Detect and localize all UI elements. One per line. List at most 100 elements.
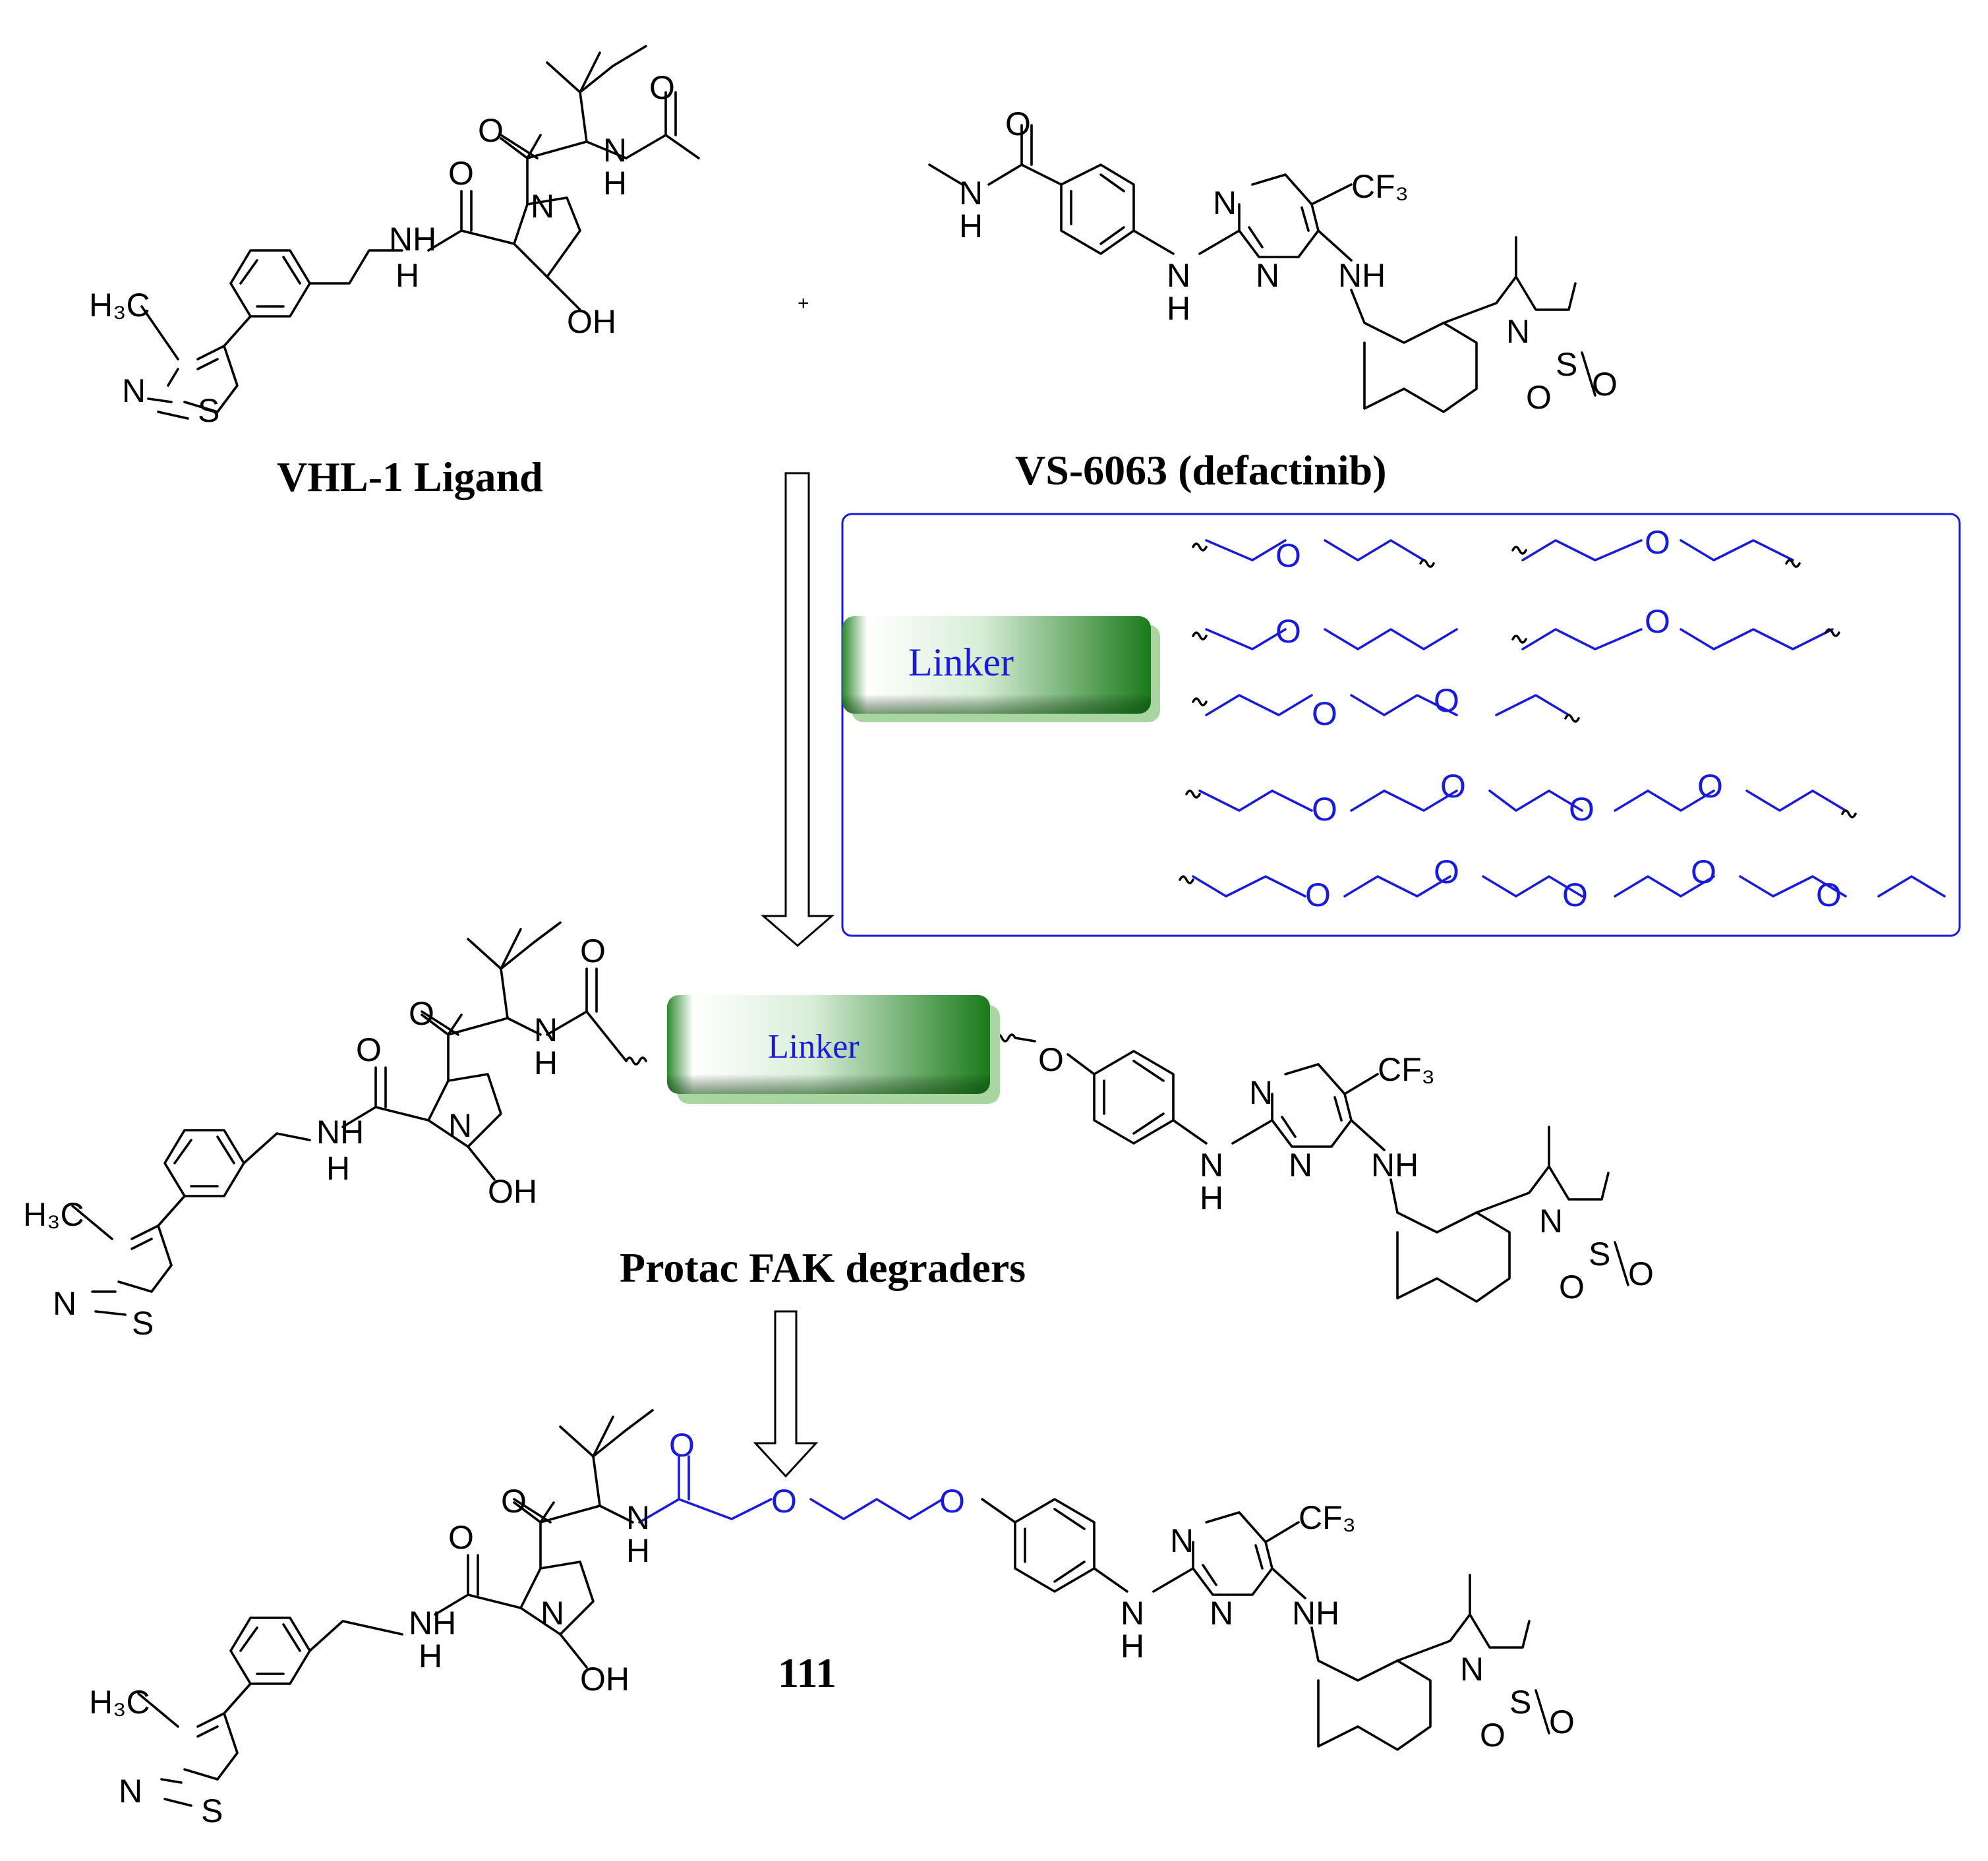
- atom-o: O: [1305, 876, 1331, 913]
- atom-o: O: [1549, 1704, 1575, 1740]
- defactinib-structure: [928, 124, 1596, 413]
- atom-s: S: [1589, 1236, 1610, 1273]
- atom-cf3: CF₃: [1299, 1499, 1356, 1536]
- atom-o: O: [409, 995, 434, 1032]
- compound-111-atom-labels: H₃C N S NH H O N OH O N H O O O N H N N …: [89, 1427, 1575, 1829]
- atom-nh: NH: [409, 1605, 456, 1642]
- atom-o: O: [1312, 791, 1337, 828]
- atom-n: N: [119, 1773, 142, 1810]
- atom-h: H: [534, 1045, 558, 1081]
- atom-n: N: [122, 372, 146, 409]
- protac-structure: [71, 921, 1629, 1316]
- atom-o: O: [1816, 876, 1842, 913]
- atom-o: O: [1569, 791, 1594, 828]
- atom-cf3: CF₃: [1378, 1051, 1435, 1088]
- defactinib-caption: VS-6063 (defactinib): [1015, 447, 1387, 494]
- reaction-arrow-2: [753, 1310, 819, 1478]
- atom-nh: NH: [1371, 1147, 1418, 1184]
- atom-n: N: [1200, 1147, 1223, 1184]
- atom-o: O: [501, 1483, 527, 1520]
- atom-cf3: CF₃: [1351, 168, 1409, 205]
- atom-o: O: [649, 69, 675, 106]
- atom-o: O: [356, 1031, 382, 1068]
- atom-n: N: [1460, 1651, 1484, 1688]
- atom-o: O: [939, 1483, 965, 1520]
- atom-s: S: [198, 392, 219, 429]
- atom-h: H: [959, 208, 983, 244]
- atom-h3c: H₃C: [89, 1684, 150, 1721]
- atom-o: O: [1275, 613, 1301, 650]
- atom-nh: NH: [1292, 1595, 1339, 1632]
- atom-o: O: [669, 1427, 695, 1464]
- atom-n: N: [1170, 1522, 1194, 1559]
- atom-n: N: [1289, 1147, 1312, 1184]
- atom-o: O: [1434, 853, 1459, 890]
- atom-o: O: [771, 1483, 797, 1520]
- atom-n: N: [1249, 1074, 1273, 1111]
- protac-atom-labels: H₃C N S NH H O N OH O N H O O N H N N CF…: [23, 932, 1654, 1342]
- atom-n: N: [1167, 257, 1190, 294]
- atom-oh: OH: [567, 303, 616, 340]
- atom-o: O: [1645, 524, 1670, 561]
- atom-o: O: [1628, 1255, 1654, 1292]
- atom-h: H: [603, 165, 627, 202]
- linker-chain-options: O O O O O O O O O O O O O O O: [1179, 524, 1946, 913]
- vhl-atom-labels: H₃C N S NH H O N OH O N H O: [89, 69, 675, 429]
- compound-111-caption: 111: [778, 1649, 836, 1696]
- protac-linker-label: Linker: [768, 1028, 860, 1066]
- atom-nh: NH: [389, 221, 436, 258]
- atom-s: S: [201, 1792, 223, 1829]
- atom-n: N: [603, 132, 627, 169]
- vhl-ligand-caption: VHL-1 Ligand: [277, 453, 543, 500]
- atom-o: O: [1691, 853, 1716, 890]
- atom-o: O: [1697, 768, 1723, 805]
- atom-s: S: [1509, 1684, 1531, 1721]
- atom-n: N: [53, 1285, 76, 1322]
- atom-oh: OH: [580, 1661, 629, 1698]
- atom-o: O: [1480, 1717, 1506, 1754]
- atom-n: N: [1256, 257, 1279, 294]
- atom-h: H: [419, 1638, 442, 1675]
- atom-o: O: [1434, 682, 1459, 719]
- atom-n: N: [448, 1107, 472, 1144]
- atom-h: H: [1167, 290, 1190, 327]
- atom-nh: NH: [316, 1114, 364, 1151]
- atom-nh: NH: [1338, 257, 1386, 294]
- atom-h: H: [626, 1532, 650, 1569]
- protac-caption: Protac FAK degraders: [620, 1244, 1026, 1291]
- atom-o: O: [448, 155, 474, 192]
- atom-h3c: H₃C: [23, 1196, 84, 1233]
- atom-o: O: [1559, 1269, 1585, 1305]
- atom-n: N: [959, 175, 983, 212]
- atom-o: O: [1275, 537, 1301, 574]
- atom-o: O: [1526, 379, 1552, 416]
- protac-linker-badge: Linker: [667, 995, 1000, 1104]
- atom-o: O: [1645, 603, 1670, 640]
- atom-o: O: [1440, 768, 1466, 805]
- defactinib-atom-labels: N H O N H N N CF₃ NH N S O O: [959, 105, 1618, 416]
- atom-s: S: [132, 1305, 154, 1342]
- atom-o: O: [478, 112, 504, 149]
- atom-n: N: [1539, 1203, 1563, 1240]
- atom-n: N: [1121, 1595, 1144, 1632]
- atom-n: N: [541, 1595, 564, 1632]
- atom-o: O: [1562, 876, 1588, 913]
- reaction-arrow: [760, 472, 835, 947]
- atom-h: H: [1200, 1180, 1223, 1217]
- atom-n: N: [1506, 313, 1530, 350]
- atom-n: N: [534, 1012, 558, 1048]
- atom-n: N: [531, 188, 554, 225]
- atom-h: H: [395, 257, 419, 294]
- atom-o: O: [1005, 105, 1031, 142]
- atom-o: O: [1038, 1041, 1064, 1078]
- atom-n: N: [1213, 185, 1237, 221]
- atom-h: H: [326, 1150, 350, 1187]
- atom-h: H: [1121, 1628, 1144, 1665]
- atom-o: O: [1312, 695, 1337, 732]
- linker-label: Linker: [908, 641, 1014, 684]
- atom-o: O: [1592, 366, 1618, 403]
- vhl-ligand-structure: [140, 45, 700, 420]
- atom-oh: OH: [488, 1173, 537, 1210]
- atom-o: O: [580, 932, 606, 969]
